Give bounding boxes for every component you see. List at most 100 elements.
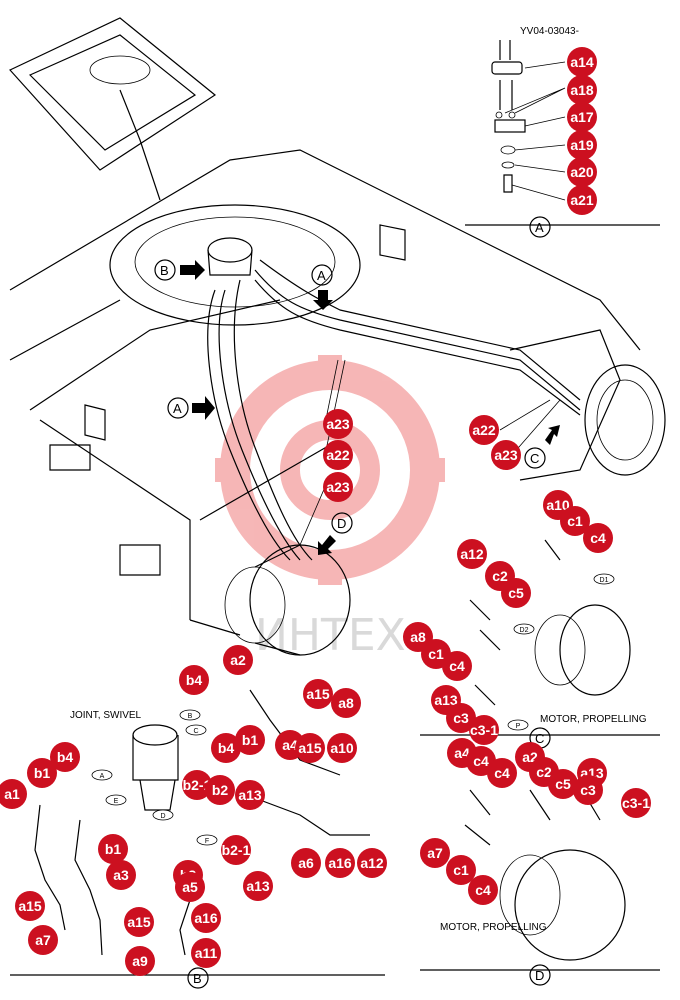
connection-tag-D2 [513, 623, 535, 635]
callout-a23: a23 [323, 409, 353, 439]
joint-swivel-caption: JOINT, SWIVEL [70, 710, 142, 721]
callout-label: a22 [472, 422, 496, 438]
watermark-gear-logo [215, 355, 445, 585]
callout-bubble [291, 848, 321, 878]
callout-bubble [487, 758, 517, 788]
callout-a8: a8 [331, 688, 361, 718]
callout-bubbles: a14a18a17a19a20a21a23a22a23a22a23a10c1c4… [0, 47, 651, 976]
callout-bubble [50, 742, 80, 772]
detail-a-letter: A [535, 220, 544, 235]
callout-a1: a1 [0, 779, 27, 809]
callout-label: b2 [212, 782, 229, 798]
callout-label: c4 [473, 753, 489, 769]
detail-a-inset: YV04-03043- A [465, 26, 660, 238]
callout-a22: a22 [323, 440, 353, 470]
connection-tag-label: C [193, 728, 198, 735]
callout-label: a23 [326, 479, 350, 495]
drawing-code: YV04-03043- [520, 26, 579, 37]
callout-bubble [357, 848, 387, 878]
callout-label: a9 [132, 953, 148, 969]
callout-a3: a3 [106, 860, 136, 890]
callout-label: a17 [570, 109, 594, 125]
connection-tag-label: D1 [600, 577, 609, 584]
callout-label: b1 [242, 732, 259, 748]
callout-bubble [295, 733, 325, 763]
callout-label: b1 [105, 841, 122, 857]
callout-bubble [325, 848, 355, 878]
callout-bubble [243, 871, 273, 901]
callout-label: b4 [57, 749, 74, 765]
callout-label: a13 [246, 878, 270, 894]
callout-label: c5 [555, 776, 571, 792]
callout-a13: a13 [235, 780, 265, 810]
callout-label: a12 [460, 546, 484, 562]
callout-a17: a17 [567, 102, 597, 132]
callout-leaders [299, 61, 566, 546]
callout-label: a4 [282, 737, 298, 753]
callout-bubble [420, 838, 450, 868]
callout-label: a21 [570, 192, 594, 208]
callout-label: a14 [570, 54, 594, 70]
callout-a7: a7 [28, 925, 58, 955]
callout-bubble [28, 925, 58, 955]
callout-label: a15 [18, 898, 42, 914]
view-d-letter: D [337, 516, 346, 531]
callout-bubble [223, 645, 253, 675]
callout-label: a10 [546, 497, 570, 513]
callout-label: c3-1 [470, 722, 498, 738]
callout-c3: c3 [573, 775, 603, 805]
callout-bubble [491, 440, 521, 470]
callout-label: a10 [330, 740, 354, 756]
callout-bubble [191, 938, 221, 968]
callout-label: b1 [34, 765, 51, 781]
callout-bubble [567, 130, 597, 160]
callout-c4: c4 [468, 875, 498, 905]
callout-bubble [567, 102, 597, 132]
callout-label: a1 [4, 786, 20, 802]
connection-tag-label: E [114, 798, 119, 805]
callout-a21: a21 [567, 185, 597, 215]
callout-label: c3-1 [622, 795, 650, 811]
callout-bubble [221, 835, 251, 865]
callout-label: c3 [453, 710, 469, 726]
callout-b2-1: b2-1 [221, 835, 251, 865]
callout-c3-1: c3-1 [621, 788, 651, 818]
callout-b1: b1 [27, 758, 57, 788]
callout-bubble [567, 157, 597, 187]
callout-c3-1: c3-1 [469, 715, 499, 745]
callout-bubble [323, 440, 353, 470]
callout-a5: a5 [175, 872, 205, 902]
callout-b4: b4 [179, 665, 209, 695]
callout-bubble [125, 946, 155, 976]
callout-a12: a12 [457, 539, 487, 569]
callout-label: b4 [218, 740, 235, 756]
callout-label: a6 [298, 855, 314, 871]
callout-c3: c3 [446, 703, 476, 733]
callout-a2: a2 [223, 645, 253, 675]
motor-propelling-caption-c: MOTOR, PROPELLING [540, 714, 647, 725]
connection-tag-label: D2 [520, 627, 529, 634]
callout-bubble [548, 769, 578, 799]
connection-tag-label: B [188, 713, 193, 720]
callout-bubble [0, 779, 27, 809]
callout-label: a4 [454, 745, 470, 761]
view-a-letter-top: A [317, 268, 326, 283]
detail-d-letter: D [535, 968, 544, 983]
callout-c4: c4 [487, 758, 517, 788]
connection-tag-C [185, 724, 207, 736]
callout-label: a18 [570, 82, 594, 98]
callout-bubble [323, 472, 353, 502]
connection-tag-F [196, 834, 218, 846]
callout-a23: a23 [491, 440, 521, 470]
callout-bubble [567, 185, 597, 215]
callout-label: a7 [427, 845, 443, 861]
callout-a10: a10 [327, 733, 357, 763]
callout-c1: c1 [560, 506, 590, 536]
callout-bubble [583, 523, 613, 553]
callout-label: a23 [326, 416, 350, 432]
callout-bubble [191, 903, 221, 933]
callout-a12: a12 [357, 848, 387, 878]
callout-label: a5 [182, 879, 198, 895]
motor-propelling-caption-d: MOTOR, PROPELLING [440, 922, 547, 933]
